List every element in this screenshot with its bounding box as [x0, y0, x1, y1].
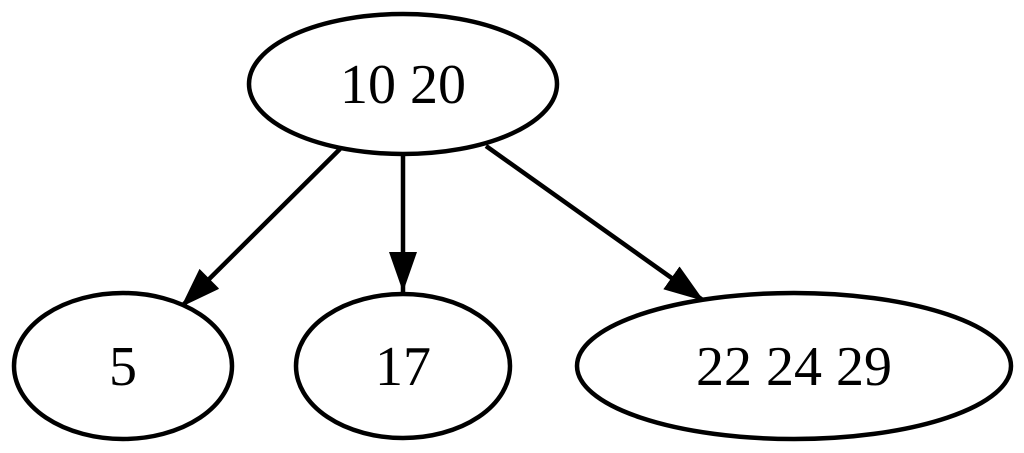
- edge-root-to-child-3: [484, 144, 706, 303]
- root-node: 10 20: [246, 11, 560, 157]
- child-node-3-ellipse: [574, 290, 1014, 442]
- child-node-1: 5: [11, 290, 235, 442]
- child-node-2-ellipse: [293, 291, 513, 441]
- child-node-2: 17: [293, 291, 513, 441]
- root-node-ellipse: [246, 11, 560, 157]
- child-node-2-label: 17: [375, 336, 431, 398]
- child-node-3-label: 22 24 29: [696, 336, 892, 398]
- edge-root-to-child-1: [179, 147, 342, 309]
- child-node-1-ellipse: [11, 290, 235, 442]
- root-node-label: 10 20: [340, 54, 466, 116]
- child-node-1-label: 5: [109, 336, 137, 398]
- edges-layer: [179, 144, 706, 309]
- child-node-3: 22 24 29: [574, 290, 1014, 442]
